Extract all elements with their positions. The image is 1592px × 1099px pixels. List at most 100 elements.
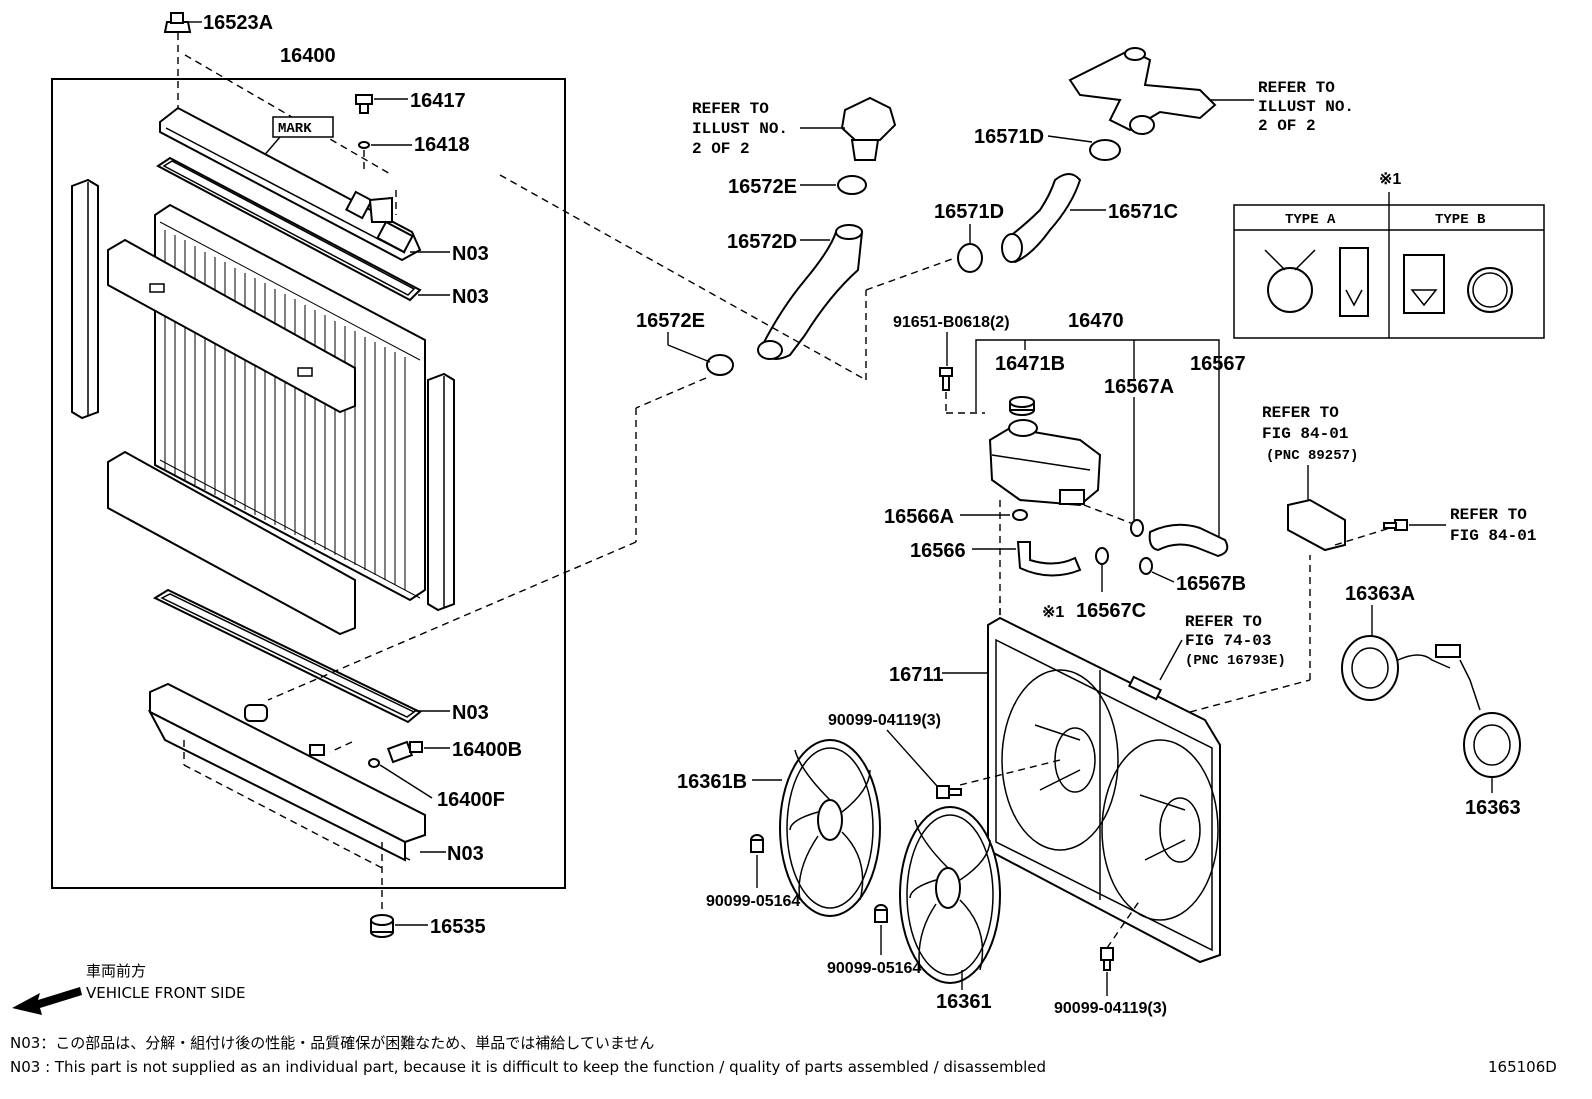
label-16572E-mid: 16572E	[636, 310, 705, 332]
clamp-type-a-icon	[1264, 247, 1369, 317]
label-n03-4: N03	[447, 843, 484, 865]
mark-label: MARK	[278, 121, 312, 137]
direction-jp: 車両前方	[86, 962, 146, 980]
fan-motor-16363A	[1341, 635, 1461, 701]
direction-en: VEHICLE FRONT SIDE	[86, 984, 246, 1002]
label-16571D-top: 16571D	[974, 126, 1044, 148]
label-n03-2: N03	[452, 286, 489, 308]
clamp-16571D-top	[1089, 139, 1121, 161]
label-16523A: 16523A	[203, 12, 273, 34]
label-16572E-top: 16572E	[728, 176, 797, 198]
upper-tank	[159, 106, 422, 262]
ref-fig8401-right-2: FIG 84-01	[1450, 527, 1536, 545]
label-16571C: 16571C	[1108, 201, 1178, 223]
radiator-group-frame	[51, 78, 566, 889]
clamp-16567A	[1130, 519, 1144, 537]
label-16571D-mid: 16571D	[934, 201, 1004, 223]
ref-fig8401-top-1: REFER TO	[1262, 404, 1339, 422]
drain-cock-16400B	[386, 740, 423, 764]
water-outlet	[1068, 47, 1217, 135]
ref-illust-left-3: 2 OF 2	[692, 140, 750, 158]
fan-relay	[1287, 498, 1346, 552]
note-n03-en: N03 : This part is not supplied as an in…	[10, 1058, 1046, 1076]
fan-shroud-group: 16711 REFER TO FIG 74-03 (PNC 16793E) 90…	[828, 555, 1311, 1017]
upper-hose-group: REFER TO ILLUST NO. 2 OF 2 16572E 16572D…	[267, 96, 956, 701]
reserve-tank-group: 91651-B0618(2) 16470 16471B 16567A 16567	[884, 310, 1246, 622]
thermostat-housing	[840, 96, 897, 161]
tank-cap-16471B	[1009, 396, 1035, 416]
nut-90099-05164-left	[750, 834, 764, 853]
upper-foam-strip	[107, 238, 356, 414]
label-16572D: 16572D	[727, 231, 797, 253]
clamp-16567C	[1095, 547, 1109, 565]
label-90099-04119-top: 90099-04119(3)	[828, 712, 941, 729]
ref-fig8401-right-1: REFER TO	[1450, 506, 1527, 524]
clamp-16567B	[1139, 557, 1153, 575]
ref-fig8401-top-2: FIG 84-01	[1262, 425, 1348, 443]
clamp-16571D-mid	[957, 243, 983, 273]
upper-right-hose-group: REFER TO ILLUST NO. 2 OF 2 16571D 16571C…	[934, 47, 1354, 273]
clamp-16572E-mid	[706, 354, 734, 376]
lower-gasket	[152, 588, 422, 724]
o-ring-16418	[358, 141, 370, 149]
radiator-cap-16523A	[163, 12, 192, 33]
label-16567A: 16567A	[1104, 376, 1174, 398]
vehicle-front-indicator: 車両前方 VEHICLE FRONT SIDE	[12, 962, 246, 1015]
label-16566: 16566	[910, 540, 966, 562]
mark-16567C: ※1	[1042, 604, 1064, 621]
label-16566A: 16566A	[884, 506, 954, 528]
label-16400F: 16400F	[437, 789, 505, 811]
upper-gasket	[156, 156, 422, 302]
fan-shroud-16711	[987, 616, 1221, 964]
ref-illust-left-1: REFER TO	[692, 100, 769, 118]
label-16400: 16400	[280, 45, 336, 67]
label-16417: 16417	[410, 90, 466, 112]
drain-plug-16417	[355, 94, 373, 114]
label-90099-05164-left: 90099-05164	[706, 893, 800, 910]
label-16567: 16567	[1190, 353, 1246, 375]
label-16418: 16418	[414, 134, 470, 156]
ref-fig8401-top-3: (PNC 89257)	[1266, 448, 1358, 464]
ref-illust-left-2: ILLUST NO.	[692, 120, 788, 138]
ref-illust-right-2: ILLUST NO.	[1258, 98, 1354, 116]
o-ring-16400F	[368, 758, 380, 768]
label-90099-04119-bottom: 90099-04119(3)	[1054, 1000, 1167, 1017]
ref-fig7403-3: (PNC 16793E)	[1185, 653, 1286, 669]
reserve-tank	[988, 419, 1102, 507]
label-16711: 16711	[889, 664, 944, 686]
label-16361B: 16361B	[677, 771, 747, 793]
right-side-seal	[427, 372, 455, 612]
ref-fig7403-2: FIG 74-03	[1185, 632, 1271, 650]
ref-fig7403-1: REFER TO	[1185, 613, 1262, 631]
clamp-type-b-icon	[1403, 254, 1513, 314]
fan-16361B	[779, 739, 881, 917]
hose-16566	[1016, 541, 1082, 577]
label-n03-1: N03	[452, 243, 489, 265]
label-n03-3: N03	[452, 702, 489, 724]
label-16361: 16361	[936, 991, 992, 1013]
cushion-16535	[370, 914, 394, 938]
radiator-group: 16523A 16400 16417 16418 MARK N03	[51, 12, 566, 938]
lower-foam-strip	[107, 450, 356, 636]
label-16363: 16363	[1465, 797, 1521, 819]
label-16400B: 16400B	[452, 739, 522, 761]
fan-motor-16363	[1459, 659, 1521, 778]
label-90099-05164-mid: 90099-05164	[827, 960, 921, 977]
bolt-relay	[1383, 519, 1408, 531]
bolt-91651	[939, 367, 953, 391]
label-16471B: 16471B	[995, 353, 1065, 375]
bolt-90099-04119-top	[936, 785, 962, 799]
clamp-16566A	[1012, 509, 1028, 521]
legend-mark: ※1	[1379, 171, 1401, 188]
clamp-16572E-top	[837, 175, 867, 195]
front-arrow-icon	[12, 987, 82, 1015]
label-16363A: 16363A	[1345, 583, 1415, 605]
ref-illust-right-1: REFER TO	[1258, 79, 1335, 97]
clamp-type-legend: ※1 TYPE A TYPE B	[1233, 171, 1545, 339]
left-side-seal	[71, 178, 99, 420]
label-16567C: 16567C	[1076, 600, 1146, 622]
fan-16361	[899, 806, 1001, 984]
hose-16567	[1148, 523, 1229, 558]
label-16470: 16470	[1068, 310, 1124, 332]
